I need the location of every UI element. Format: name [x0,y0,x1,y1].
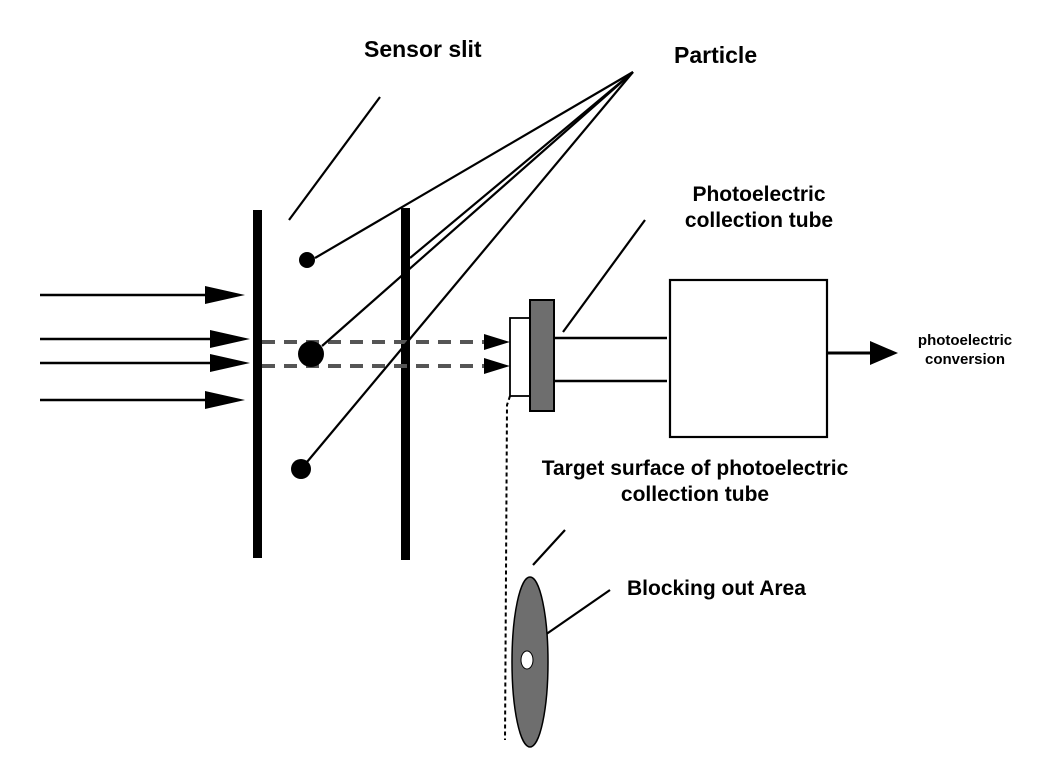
leader-particle-bottom [306,71,634,463]
leader-pe-tube [562,219,646,333]
dashed-beam-arrowhead-upper [484,334,510,350]
pe-tube-label-line2: collection tube [684,209,834,233]
arrowhead-2 [210,330,250,348]
slit-plate-right [401,208,410,560]
leader-particle-middle [321,71,634,347]
leader-target-surface [532,529,566,566]
incoming-light-arrows [40,286,250,409]
leader-particle-top [314,71,634,259]
leader-blocking-area [544,589,611,636]
output-arrowhead [870,341,898,365]
arrowhead-4 [205,391,245,409]
particle-top [299,252,315,268]
pe-tube-label: Photoelectric collection tube [664,182,854,235]
leader-lines [288,71,646,636]
projection-dashed-line [504,395,511,741]
pe-conversion-label-line1: photoelectric [917,332,1013,349]
blocking-out-area-hole [520,650,534,670]
target-surface-label-line1: Target surface of photoelectric [541,457,849,480]
pe-conversion-label-line2: conversion [924,350,1006,368]
blocking-out-area-label: Blocking out Area [627,577,806,600]
particle-label: Particle [674,42,758,68]
particle-bottom [291,459,311,479]
slit-plate-left [253,210,262,558]
sensor-slit-label: Sensor slit [364,36,482,62]
target-surface-label-line2: collection tube [620,483,770,507]
target-surface-plate [509,317,531,397]
pe-conversion-label: photoelectric conversion [900,332,1030,370]
dashed-beam-arrowhead-lower [484,358,510,374]
photoelectric-collection-tube-block [529,299,555,412]
target-surface-label: Target surface of photoelectric collecti… [510,456,880,509]
leader-particle-extra [409,71,634,259]
dashed-beams [262,340,490,368]
leader-sensor-slit [288,96,381,221]
photoelectric-conversion-box [668,278,829,439]
arrowhead-1 [205,286,245,304]
pe-tube-label-line1: Photoelectric [692,183,826,206]
particle-middle [298,341,324,367]
arrowhead-3 [210,354,250,372]
